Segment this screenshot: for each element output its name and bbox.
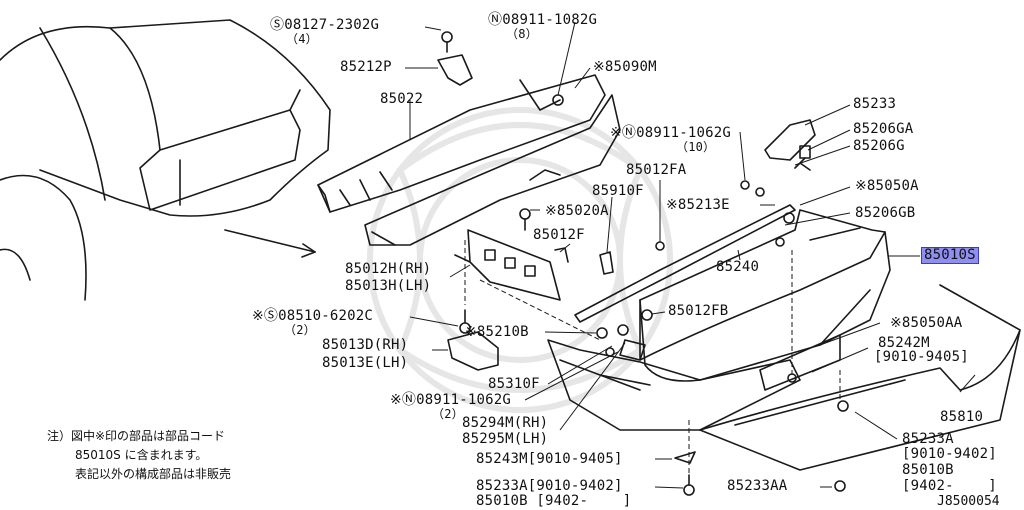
bumper-fascia-85010S [639,209,891,391]
label-85810: 85810 [940,409,984,425]
car-rear-sketch [0,19,331,301]
label-85233A-right: 85233A [902,431,954,447]
label-85210B: ※85210B [465,324,529,340]
label-s08510: ※Ⓢ08510-6202C [252,308,374,324]
label-85010S: 85010S [921,247,979,264]
label-85012FB: 85012FB [668,303,729,319]
leader-lines [405,21,976,489]
reinforcement-85022 [317,74,606,213]
label-s08510-qty: （2） [284,323,316,337]
label-s08127: Ⓢ08127-2302G [270,17,380,33]
label-85050AA: ※85050AA [890,315,963,331]
molding-85240 [574,204,796,323]
label-85294M: 85294M(RH) [462,415,549,431]
label-n08911-1062-bot-qty: （2） [432,407,464,421]
label-85233AA: 85233AA [727,478,788,494]
label-85206GA: 85206GA [853,121,914,137]
label-85242M: 85242M [878,335,930,351]
label-85050A: ※85050A [855,178,919,194]
label-85010B-right-range: [9402- ] [902,478,997,494]
label-85090M: ※85090M [593,59,657,75]
bracket-85233 [764,119,816,161]
note-line-2: 85010S に含まれます。 [75,448,208,462]
label-85022: 85022 [380,91,424,107]
label-85212P: 85212P [340,59,392,75]
label-85013E: 85013E(LH) [322,355,409,371]
absorber-85090M [364,94,621,246]
label-85012FA: 85012FA [626,162,687,178]
label-n08911-1082-qty: （8） [506,27,538,41]
lower-valance [547,339,801,431]
label-85233A-bot: 85233A[9010-9402] [476,478,623,494]
label-85910F: 85910F [592,183,644,199]
label-85243M: 85243M[9010-9405] [476,451,623,467]
label-s08127-qty: （4） [286,32,318,46]
label-n08911-1062-bot: ※Ⓝ08911-1062G [390,392,512,408]
label-85240: 85240 [716,259,760,275]
label-85206G: 85206G [853,138,905,154]
label-85206GB: 85206GB [855,205,916,221]
label-85013D: 85013D(RH) [322,337,409,353]
note-line-3: 表記以外の構成部品は非販売 [75,467,232,481]
diagram-code: J8500054 [937,494,1000,509]
label-85295M: 85295M(LH) [462,431,549,447]
direction-arrow [224,229,316,258]
label-85012F: 85012F [533,227,585,243]
label-85233A-right-range: [9010-9402] [902,446,997,462]
label-85020A: ※85020A [545,203,609,219]
bracket-85012H [454,229,561,301]
label-85013H: 85013H(LH) [345,278,432,294]
label-85310F: 85310F [488,376,540,392]
label-85010B-right: 85010B [902,462,954,478]
watermark-emblem [367,107,673,413]
label-85233: 85233 [853,96,897,112]
bracket-85013D [447,331,499,371]
label-85242M-range: [9010-9405] [874,349,969,365]
label-85012H: 85012H(RH) [345,261,432,277]
label-n08911-1082: Ⓝ08911-1082G [488,12,598,28]
under-cover-85810 [699,284,1021,471]
label-n08911-1062-top-qty: （10） [676,140,716,154]
label-85010B-bot: 85010B [9402- ] [476,493,632,509]
label-85213E: ※85213E [666,197,730,213]
label-n08911-1062-top: ※Ⓝ08911-1062G [610,125,732,141]
note-line-1: 注）図中※印の部品は部品コード [47,429,226,443]
